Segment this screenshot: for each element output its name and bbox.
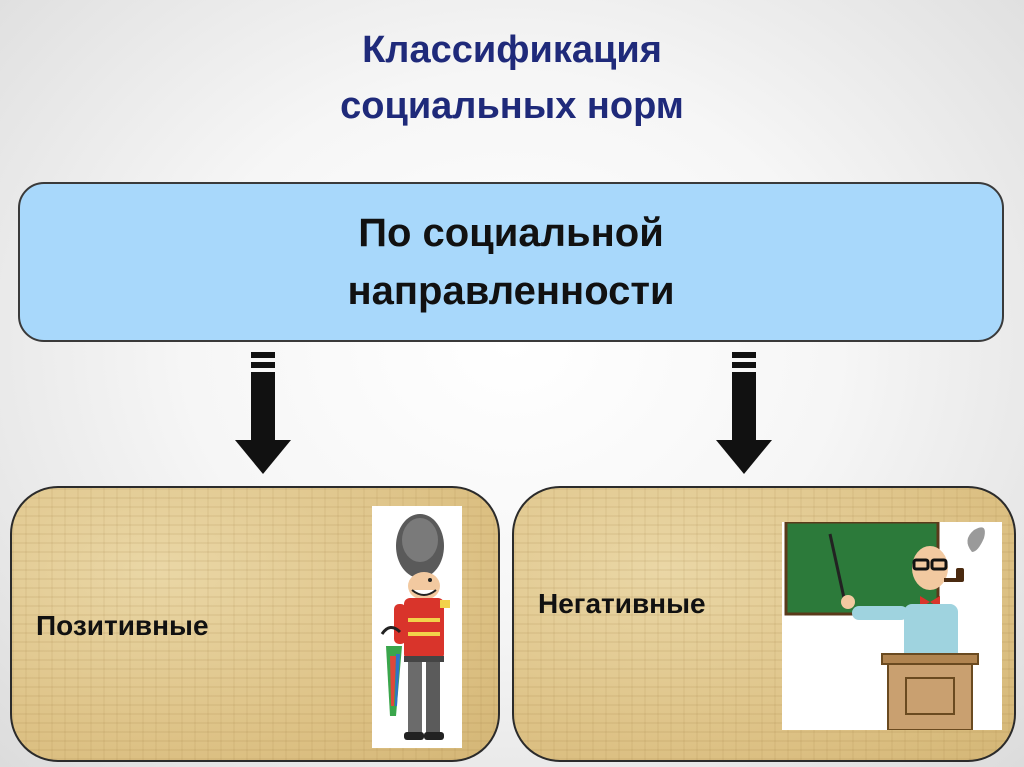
- title-line-1: Классификация: [362, 29, 662, 71]
- royal-guard-illustration: [372, 506, 462, 748]
- category-negative-box: Негативные: [512, 486, 1016, 762]
- teacher-at-blackboard-illustration: [782, 520, 1002, 731]
- slide-title: Классификация социальных норм: [0, 22, 1024, 134]
- category-positive-box: Позитивные: [10, 486, 500, 762]
- arrow-down-left-icon: [235, 352, 291, 474]
- category-negative-label: Негативные: [538, 588, 706, 619]
- criterion-box: По социальной направленности: [18, 182, 1004, 342]
- title-line-2: социальных норм: [340, 85, 684, 127]
- criterion-line-2: направленности: [347, 269, 675, 313]
- criterion-line-1: По социальной: [358, 211, 664, 255]
- category-positive-label: Позитивные: [36, 610, 209, 641]
- criterion-text: По социальной направленности: [347, 204, 674, 320]
- arrow-down-right-icon: [716, 352, 772, 474]
